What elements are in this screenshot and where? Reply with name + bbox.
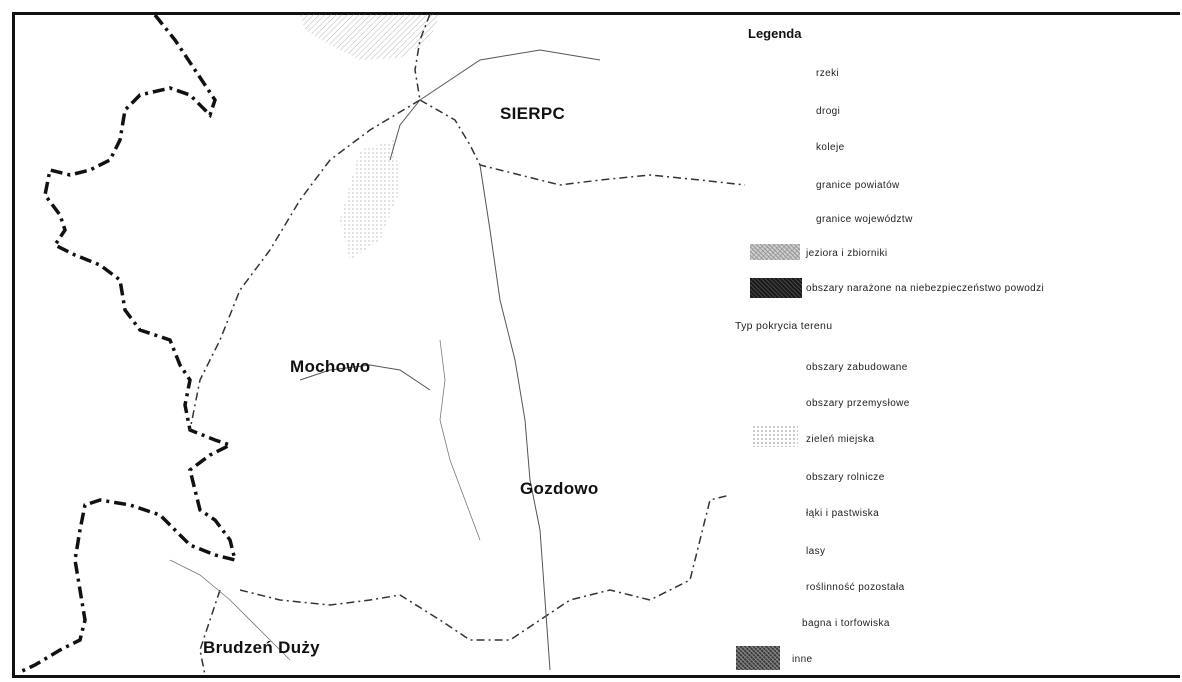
legend-item-obszary-powodzi: obszary narażone na niebezpieczeństwo po… <box>806 283 1045 294</box>
legend-item-roslinnosc: roślinność pozostała <box>806 582 905 593</box>
legend-title: Legenda <box>748 26 802 41</box>
legend-item-bagna: bagna i torfowiska <box>802 618 890 629</box>
legend-item-zabudowane: obszary zabudowane <box>806 362 908 373</box>
legend-item-granice-wojewodztw: granice województw <box>816 214 913 225</box>
flood-swatch <box>750 278 802 298</box>
land-cover-title: Typ pokrycia terenu <box>735 320 833 332</box>
legend-item-rolnicze: obszary rolnicze <box>806 472 885 483</box>
legend-item-laki: łąki i pastwiska <box>806 508 880 519</box>
roads <box>299 49 601 671</box>
place-label-sierpc: SIERPC <box>500 104 566 123</box>
legend-item-koleje: koleje <box>816 142 845 153</box>
map-frame <box>12 12 1180 678</box>
legend-item-granice-powiatow: granice powiatów <box>816 180 900 191</box>
voivodeship-border <box>19 13 238 674</box>
legend-item-przemyslowe: obszary przemysłowe <box>806 398 910 409</box>
place-label-mochowo: Mochowo <box>290 357 371 376</box>
legend-item-inne: inne <box>792 654 813 665</box>
legend-item-lasy: lasy <box>806 546 826 557</box>
urban-green-swatch <box>752 425 798 447</box>
other-swatch <box>736 646 780 670</box>
rivers <box>169 339 481 661</box>
place-label-gozdowo: Gozdowo <box>520 479 599 498</box>
legend-item-jeziora: jeziora i zbiorniki <box>806 248 888 259</box>
place-label-brudzen: Brudzeń Duży <box>203 638 320 657</box>
lake-areas <box>300 14 440 260</box>
lake-swatch <box>750 244 800 260</box>
legend-item-rzeki: rzeki <box>816 68 840 79</box>
legend-item-drogi: drogi <box>816 106 841 117</box>
county-borders <box>189 13 746 676</box>
legend-item-zielen: zieleń miejska <box>806 434 875 445</box>
